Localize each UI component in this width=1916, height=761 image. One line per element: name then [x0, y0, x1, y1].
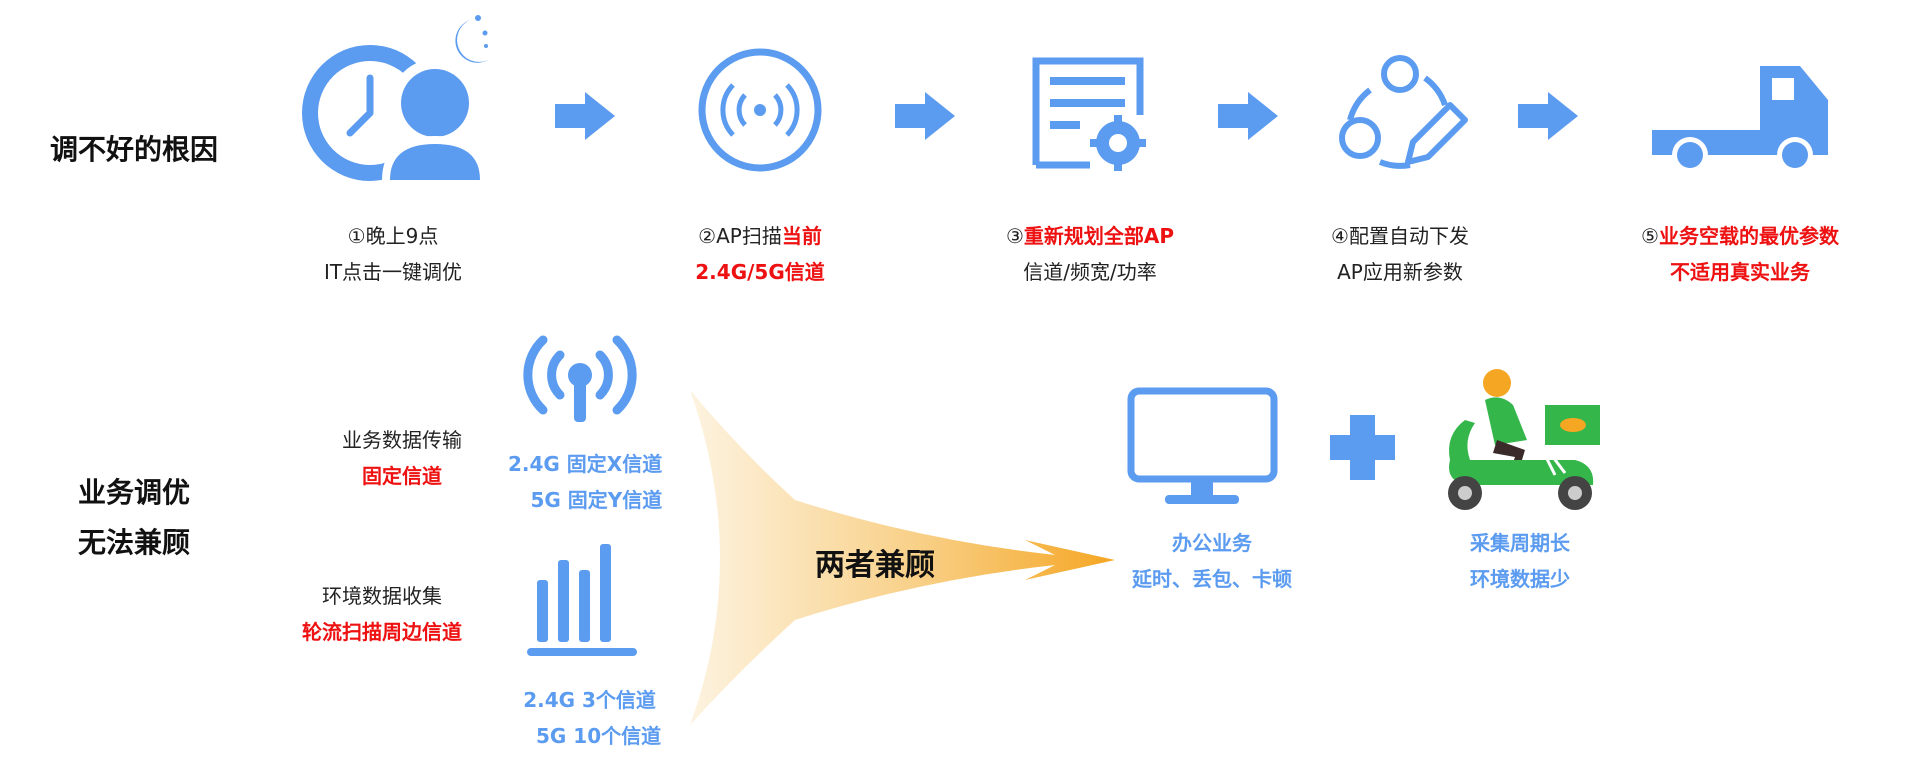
step-2-caption: ②AP扫描当前 2.4G/5G信道 [695, 224, 825, 284]
env-data-label: 环境数据收集 轮流扫描周边信道 [302, 584, 462, 644]
bar-signal-icon [527, 544, 637, 656]
truck-icon [1652, 66, 1828, 173]
arrow-right-icon [1218, 92, 1278, 140]
person-clock-moon-icon [302, 15, 488, 181]
step-3-caption: ③重新规划全部AP 信道/频宽/功率 [1005, 224, 1175, 284]
monitor-icon [1127, 387, 1278, 504]
env-channels: 2.4G 3个信道 5G 10个信道 [523, 688, 662, 748]
step-1-caption: ①晚上9点 IT点击一键调优 [323, 224, 463, 284]
step-5-caption: ⑤业务空载的最优参数 不适用真实业务 [1641, 224, 1839, 284]
arrow-right-icon [555, 92, 615, 140]
row1-title: 调不好的根因 [50, 133, 219, 166]
wifi-ap-icon [698, 48, 822, 172]
merge-funnel [690, 390, 1115, 725]
arrow-right-icon [895, 92, 955, 140]
step-4-caption: ④配置自动下发 AP应用新参数 [1331, 224, 1469, 284]
delivery-scooter-icon [1448, 369, 1600, 510]
service-data-label: 业务数据传输 固定信道 [342, 428, 462, 488]
office-caption: 办公业务 延时、丢包、卡顿 [1132, 531, 1292, 591]
merge-label: 两者兼顾 [815, 548, 935, 583]
document-gear-icon [1032, 57, 1146, 171]
row2-title: 业务调优 无法兼顾 [78, 476, 191, 559]
collect-caption: 采集周期长 环境数据少 [1470, 531, 1570, 591]
service-channels: 2.4G 固定X信道 5G 固定Y信道 [508, 452, 663, 512]
network-edit-icon [1339, 55, 1468, 169]
wifi-signal-icon [523, 335, 637, 422]
plus-icon [1330, 415, 1395, 480]
arrow-right-icon [1518, 92, 1578, 140]
